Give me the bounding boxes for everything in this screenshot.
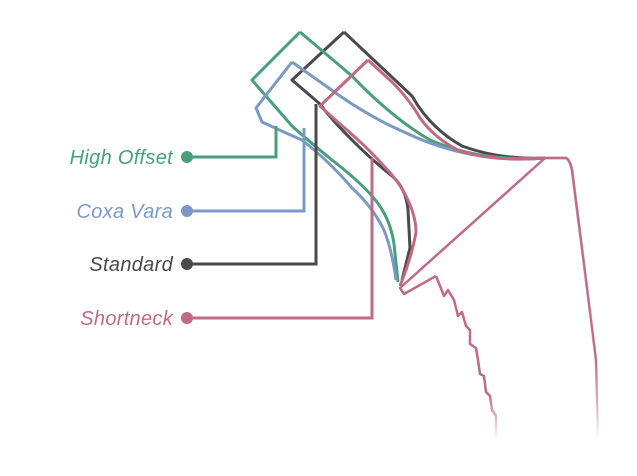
coxa-vara-marker: [181, 205, 193, 217]
standard-leader: [187, 104, 318, 266]
legend-markers: [181, 151, 193, 324]
coxa-vara-leader: [187, 128, 306, 213]
standard-neck-outline: [290, 30, 546, 281]
shortneck-marker: [181, 312, 193, 324]
stem-shaft-lateral-edge-colored: [545, 157, 599, 441]
legend-labels: High Offset Coxa Vara Standard Shortneck: [70, 147, 174, 330]
stem-collar: [398, 157, 546, 296]
high-offset-label: High Offset: [70, 147, 174, 169]
shortneck-neck-outline: [318, 58, 546, 287]
stem-body: [398, 156, 600, 441]
high-offset-leader: [187, 126, 278, 159]
coxa-vara-label: Coxa Vara: [77, 201, 173, 223]
high-offset-marker: [181, 151, 193, 163]
standard-label: Standard: [89, 254, 173, 276]
shortneck-label: Shortneck: [80, 308, 173, 330]
coxa-vara-neck-outline: [254, 60, 546, 281]
stem-shaft-lateral-edge: [545, 156, 600, 441]
legend-leaders: [187, 104, 374, 320]
standard-marker: [181, 258, 193, 270]
stem-shaft-medial-edge: [434, 275, 498, 440]
shortneck-leader: [187, 158, 374, 320]
